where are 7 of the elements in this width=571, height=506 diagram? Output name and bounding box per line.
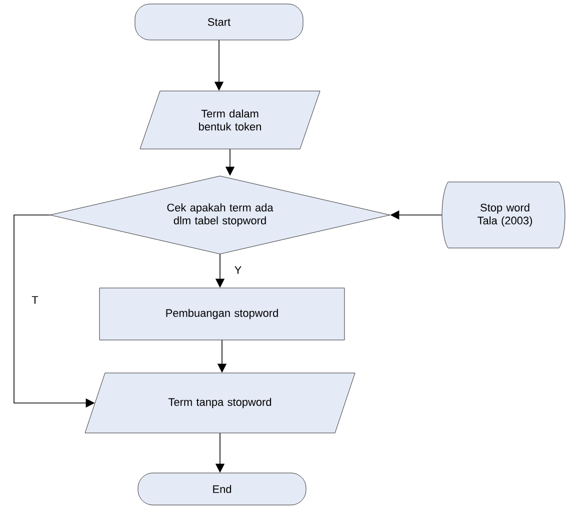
- edge-label: Y: [233, 265, 243, 275]
- output-parallelogram: Term tanpa stopword: [84, 372, 356, 434]
- input-parallelogram: Term dalam bentuk token: [140, 90, 320, 150]
- terminal-box: End: [138, 472, 306, 506]
- terminal-box: Start: [134, 4, 304, 40]
- edge-label: T: [30, 295, 40, 305]
- process-box: Pembuangan stopword: [99, 288, 345, 340]
